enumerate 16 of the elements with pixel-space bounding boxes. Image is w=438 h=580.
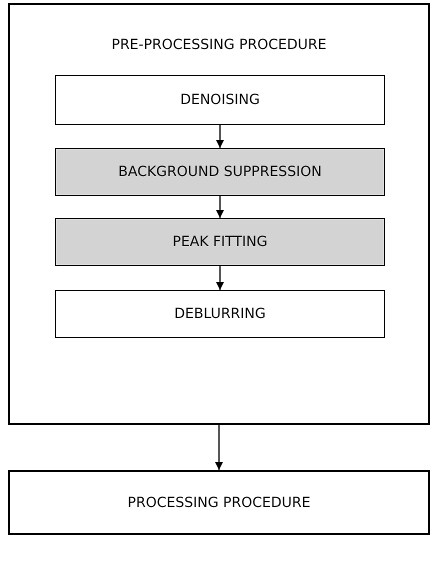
box-label: DENOISING	[179, 92, 261, 108]
process-box	[8, 470, 430, 535]
process-box	[55, 218, 385, 266]
group-box	[8, 3, 430, 425]
process-box	[55, 290, 385, 338]
process-box	[55, 75, 385, 125]
arrow	[216, 266, 224, 290]
arrow	[216, 125, 224, 148]
group-heading: PRE-PROCESSING PROCEDURE	[110, 37, 328, 53]
process-box	[55, 148, 385, 196]
arrow	[216, 196, 224, 218]
box-label: PEAK FITTING	[172, 234, 268, 250]
arrow	[215, 425, 223, 470]
box-label: BACKGROUND SUPPRESSION	[117, 164, 323, 180]
box-label: PROCESSING PROCEDURE	[126, 494, 312, 510]
box-label: DEBLURRING	[173, 306, 267, 322]
